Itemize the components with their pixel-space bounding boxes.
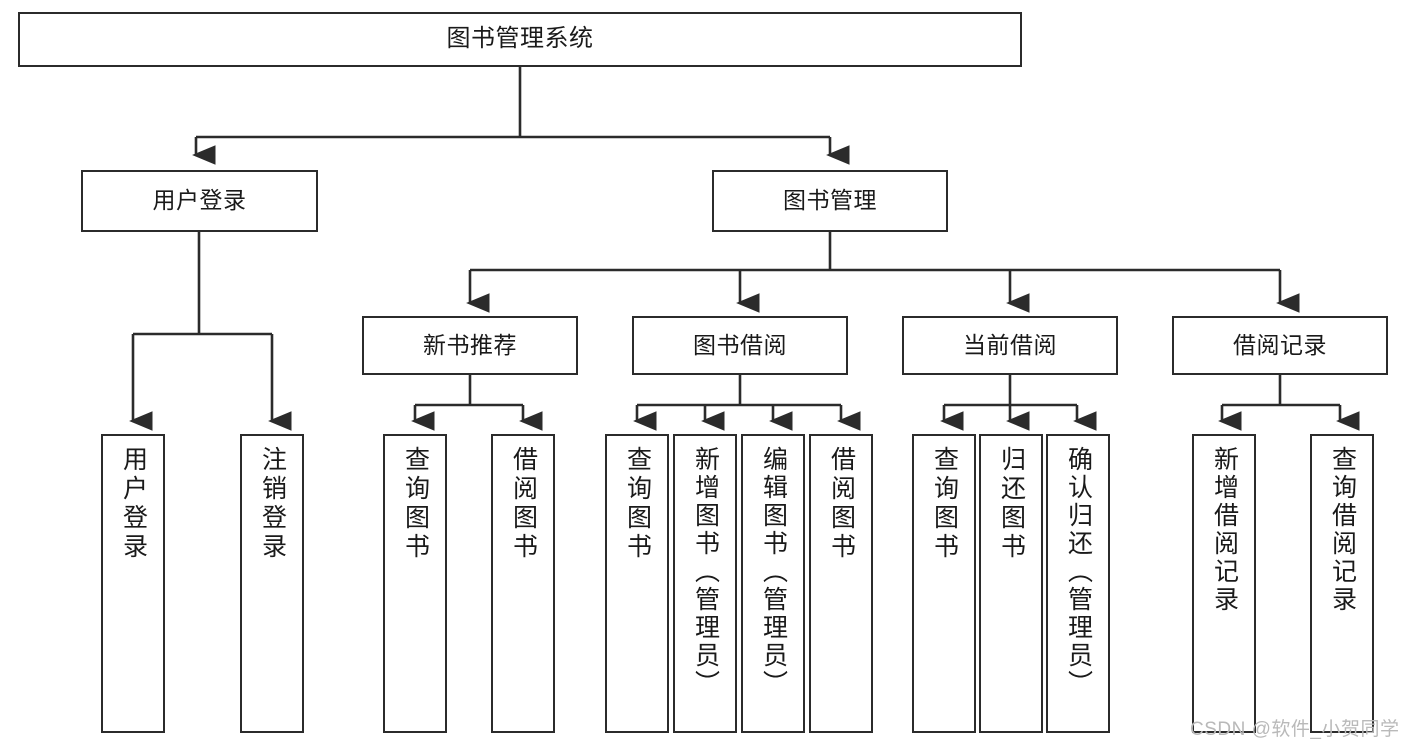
leaf-query-books-current[interactable]: 查询图书	[912, 434, 976, 733]
node-user-login[interactable]: 用户登录	[81, 170, 318, 232]
node-label: 查询图书	[930, 446, 959, 562]
node-new-book-recommendation[interactable]: 新书推荐	[362, 316, 578, 375]
node-label: 查询图书	[401, 446, 430, 562]
leaf-borrow-books[interactable]: 借阅图书	[809, 434, 873, 733]
leaf-borrow-books-recommend[interactable]: 借阅图书	[491, 434, 555, 733]
leaf-user-login[interactable]: 用户登录	[101, 434, 165, 733]
node-label: 借阅记录	[1233, 331, 1327, 358]
node-label: 图书管理系统	[446, 25, 594, 53]
node-label: 借阅图书	[509, 446, 538, 562]
node-label: 图书借阅	[693, 331, 787, 358]
node-label: 借阅图书	[827, 446, 856, 562]
node-label: 查询借阅记录	[1328, 446, 1357, 614]
leaf-edit-book-admin[interactable]: 编辑图书（管理员）	[741, 434, 805, 733]
leaf-query-books-recommend[interactable]: 查询图书	[383, 434, 447, 733]
node-book-borrowing[interactable]: 图书借阅	[632, 316, 848, 375]
node-label: 编辑图书（管理员）	[759, 446, 788, 698]
node-label: 图书管理	[783, 187, 877, 214]
leaf-query-books-borrow[interactable]: 查询图书	[605, 434, 669, 733]
leaf-confirm-return-admin[interactable]: 确认归还（管理员）	[1046, 434, 1110, 733]
watermark: CSDN @软件_小贺同学	[1190, 719, 1400, 740]
node-book-management[interactable]: 图书管理	[712, 170, 948, 232]
node-label: 用户登录	[119, 446, 148, 562]
node-borrowing-records[interactable]: 借阅记录	[1172, 316, 1388, 375]
leaf-logout[interactable]: 注销登录	[240, 434, 304, 733]
node-label: 归还图书	[997, 446, 1026, 562]
node-label: 用户登录	[152, 187, 247, 214]
leaf-add-borrow-record[interactable]: 新增借阅记录	[1192, 434, 1256, 733]
leaf-query-borrow-record[interactable]: 查询借阅记录	[1310, 434, 1374, 733]
node-label: 新书推荐	[423, 331, 517, 358]
leaf-add-book-admin[interactable]: 新增图书（管理员）	[673, 434, 737, 733]
node-label: 确认归还（管理员）	[1064, 446, 1093, 698]
node-root-book-management-system[interactable]: 图书管理系统	[18, 12, 1022, 67]
node-label: 新增图书（管理员）	[691, 446, 720, 698]
node-current-borrowing[interactable]: 当前借阅	[902, 316, 1118, 375]
node-label: 查询图书	[623, 446, 652, 562]
leaf-return-books[interactable]: 归还图书	[979, 434, 1043, 733]
node-label: 注销登录	[258, 446, 287, 562]
node-label: 新增借阅记录	[1210, 446, 1239, 614]
node-label: 当前借阅	[963, 331, 1057, 358]
